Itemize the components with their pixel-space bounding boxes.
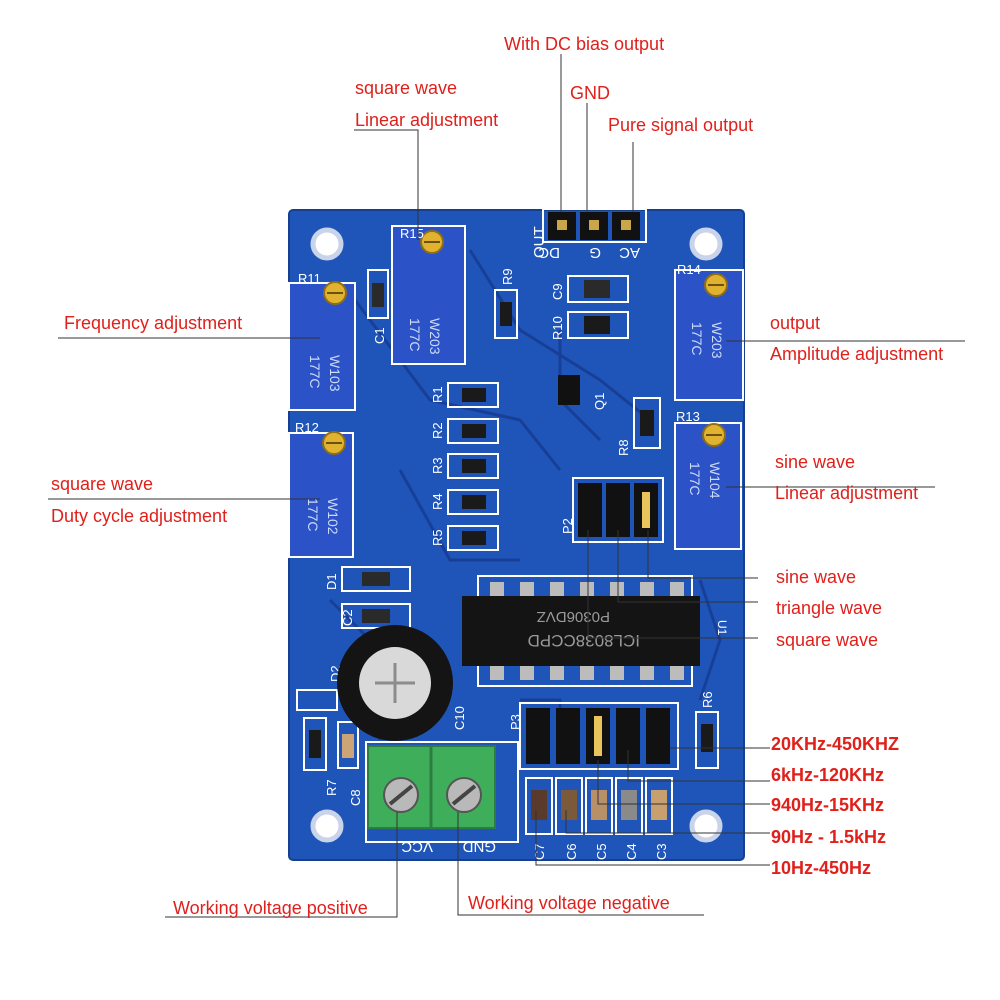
silk-r14: R14 [677, 262, 701, 277]
pot-r12-code: 177C [305, 498, 321, 531]
silk-dc: DC [538, 244, 560, 261]
silk-c2: C2 [340, 609, 355, 626]
silk-c1: C1 [372, 327, 387, 344]
silk-r7: R7 [324, 779, 339, 796]
pot-r12-model: W102 [325, 498, 341, 535]
label-working-voltage-negative: Working voltage negative [468, 893, 670, 913]
pot-r14-model: W203 [709, 322, 725, 359]
silk-c7: C7 [532, 843, 547, 860]
silk-r11: R11 [298, 271, 321, 286]
label-square-wave-left: square wave [51, 474, 154, 494]
silk-r9: R9 [500, 268, 515, 285]
range-capacitors [525, 777, 673, 835]
label-range-4: 90Hz - 1.5kHz [771, 827, 887, 847]
pot-r12: W102 177C [288, 431, 354, 558]
silk-c9: C9 [550, 283, 565, 300]
frequency-range-jumper [519, 702, 679, 770]
label-sine-wave-select: sine wave [776, 567, 857, 587]
silk-u1: U1 [715, 620, 729, 636]
pot-r15: W203 177C [391, 225, 466, 365]
silk-c10: C10 [452, 706, 467, 730]
resistor-column [447, 382, 499, 551]
silk-g: G [589, 244, 601, 261]
silk-c4: C4 [624, 843, 639, 860]
pot-r11: W103 177C [288, 281, 356, 411]
label-range-5: 10Hz-450Hz [771, 858, 872, 878]
label-output: output [770, 313, 821, 333]
label-square-wave-select: square wave [776, 630, 879, 650]
silk-r12: R12 [295, 420, 319, 435]
label-triangle-wave-select: triangle wave [776, 598, 883, 618]
label-frequency-adjustment: Frequency adjustment [64, 313, 243, 333]
label-pure-signal-output: Pure signal output [608, 115, 754, 135]
silk-q1: Q1 [592, 393, 607, 410]
label-gnd: GND [570, 83, 610, 103]
silk-r6: R6 [700, 691, 715, 708]
ic-chip: ICL8038CCPD P0306DVZ U1 [462, 575, 729, 687]
label-range-1: 20KHz-450KHZ [771, 734, 900, 754]
electrolytic-capacitor [337, 625, 453, 741]
silk-d1: D1 [324, 573, 339, 590]
smd-parts [296, 269, 719, 771]
pot-r13-model: W104 [707, 462, 723, 499]
label-amplitude-adjustment: Amplitude adjustment [770, 344, 944, 364]
pot-r15-code: 177C [407, 318, 423, 351]
silk-gnd: GND [463, 838, 497, 855]
pot-r13: W104 177C [674, 422, 742, 550]
pot-r14-code: 177C [689, 322, 705, 355]
silk-r8: R8 [616, 439, 631, 456]
silk-r10: R10 [550, 316, 565, 340]
silk-r15: R15 [400, 226, 424, 241]
power-terminal-block: VCC GND [365, 741, 519, 855]
label-duty-cycle-adjustment: Duty cycle adjustment [51, 506, 228, 526]
silk-r5: R5 [430, 529, 445, 546]
pot-r11-model: W103 [327, 355, 343, 392]
silk-c5: C5 [594, 843, 609, 860]
silk-c3: C3 [654, 843, 669, 860]
label-linear-adjustment-top: Linear adjustment [355, 110, 499, 130]
silk-r13: R13 [676, 409, 700, 424]
silk-r1: R1 [430, 386, 445, 403]
ic-code: P0306DVZ [537, 608, 610, 625]
silk-r2: R2 [430, 422, 445, 439]
silk-vcc: VCC [401, 838, 433, 855]
label-range-3: 940Hz-15KHz [771, 795, 885, 815]
silk-out: OUT [531, 226, 548, 258]
label-range-2: 6kHz-120KHz [771, 765, 885, 785]
out-header-pins [548, 212, 640, 240]
label-linear-adjustment-right: Linear adjustment [775, 483, 919, 503]
leader-lines [48, 54, 965, 918]
silk-ac: AC [619, 244, 640, 261]
pot-r15-model: W203 [427, 318, 443, 355]
silk-c6: C6 [564, 843, 579, 860]
pot-r13-code: 177C [687, 462, 703, 495]
out-header-outline [542, 208, 647, 243]
label-square-wave-top: square wave [355, 78, 458, 98]
ic-model: ICL8038CCPD [528, 631, 640, 650]
pot-r14: W203 177C [674, 269, 744, 401]
label-working-voltage-positive: Working voltage positive [173, 898, 368, 918]
pot-r11-code: 177C [307, 355, 323, 388]
label-sine-wave-top: sine wave [775, 452, 856, 472]
silk-r4: R4 [430, 493, 445, 510]
silk-p2: P2 [560, 518, 575, 534]
silk-c8: C8 [348, 789, 363, 806]
silk-r3: R3 [430, 457, 445, 474]
label-dc-bias-output: With DC bias output [504, 34, 665, 54]
